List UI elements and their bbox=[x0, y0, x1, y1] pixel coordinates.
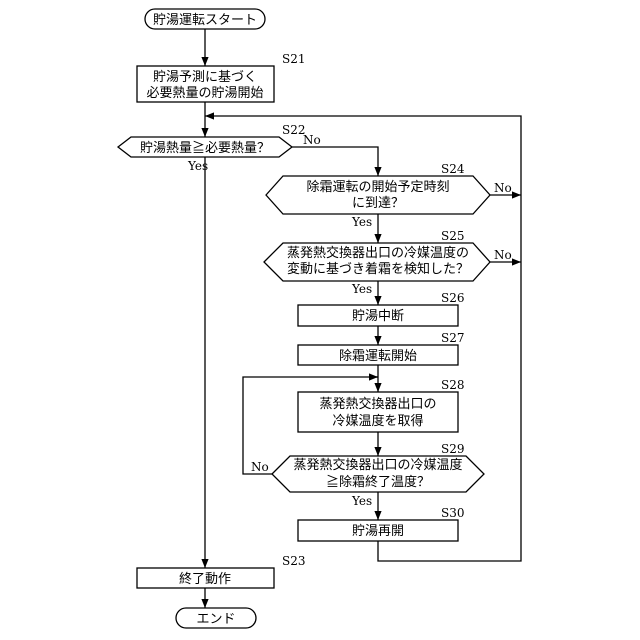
s21-step-id: S21 bbox=[282, 52, 306, 66]
s28-text-line2: 冷媒温度を取得 bbox=[332, 413, 423, 429]
s25-text-line1: 蒸発熱交換器出口の冷媒温度の bbox=[287, 245, 469, 261]
s25-text-line2: 変動に基づき着霜を検知した？ bbox=[287, 261, 469, 277]
end-terminal: エンド bbox=[176, 608, 256, 628]
s26-step-id: S26 bbox=[441, 291, 465, 305]
process-s26: 貯湯中断 S26 bbox=[298, 291, 465, 326]
process-s27: 除霜運転開始 S27 bbox=[298, 331, 465, 365]
s25-no-label: No bbox=[494, 248, 512, 262]
s21-text-line1: 貯湯予測に基づく bbox=[153, 70, 257, 85]
s30-step-id: S30 bbox=[441, 506, 465, 520]
s28-text-line1: 蒸発熱交換器出口の bbox=[319, 396, 436, 412]
s30-text: 貯湯再開 bbox=[352, 524, 404, 539]
decision-s24: 除霜運転の開始予定時刻 に到達？ S24 No Yes bbox=[266, 162, 512, 229]
s22-no-label: No bbox=[303, 133, 321, 147]
start-terminal: 貯湯運転スタート bbox=[145, 9, 265, 29]
s21-text-line2: 必要熱量の貯湯開始 bbox=[146, 86, 263, 101]
s27-step-id: S27 bbox=[441, 331, 465, 345]
s28-step-id: S28 bbox=[441, 378, 465, 392]
s25-yes-label: Yes bbox=[351, 282, 372, 296]
s29-text-line2: ≧除霜終了温度？ bbox=[326, 474, 430, 490]
decision-s22: 貯湯熱量≧必要熱量？ S22 No Yes bbox=[118, 123, 321, 173]
s27-text: 除霜運転開始 bbox=[339, 349, 417, 364]
s29-text-line1: 蒸発熱交換器出口の冷媒温度 bbox=[293, 457, 462, 473]
s24-text-line1: 除霜運転の開始予定時刻 bbox=[306, 180, 449, 195]
end-label: エンド bbox=[196, 612, 235, 627]
process-s28: 蒸発熱交換器出口の 冷媒温度を取得 S28 bbox=[298, 378, 465, 432]
s25-step-id: S25 bbox=[441, 229, 465, 243]
s29-no-label: No bbox=[251, 460, 269, 474]
s24-no-label: No bbox=[494, 181, 512, 195]
arrow-s22-no-to-s24 bbox=[292, 147, 378, 176]
s22-yes-label: Yes bbox=[187, 159, 208, 173]
s24-text-line2: に到達？ bbox=[352, 196, 404, 211]
s24-step-id: S24 bbox=[441, 162, 465, 176]
s26-text: 貯湯中断 bbox=[352, 309, 404, 324]
s29-step-id: S29 bbox=[441, 442, 465, 456]
decision-s29: 蒸発熱交換器出口の冷媒温度 ≧除霜終了温度？ S29 No Yes bbox=[251, 442, 484, 508]
decision-s25: 蒸発熱交換器出口の冷媒温度の 変動に基づき着霜を検知した？ S25 No Yes bbox=[264, 229, 512, 296]
s23-text: 終了動作 bbox=[179, 571, 231, 587]
start-label: 貯湯運転スタート bbox=[153, 13, 257, 28]
process-s21: 貯湯予測に基づく 必要熱量の貯湯開始 S21 bbox=[137, 52, 306, 102]
s22-text: 貯湯熱量≧必要熱量？ bbox=[140, 140, 270, 156]
process-s23: 終了動作 S23 bbox=[137, 554, 306, 588]
s22-step-id: S22 bbox=[282, 123, 306, 137]
process-s30: 貯湯再開 S30 bbox=[298, 506, 465, 541]
s23-step-id: S23 bbox=[282, 554, 306, 568]
s24-yes-label: Yes bbox=[351, 215, 372, 229]
s29-yes-label: Yes bbox=[351, 494, 372, 508]
